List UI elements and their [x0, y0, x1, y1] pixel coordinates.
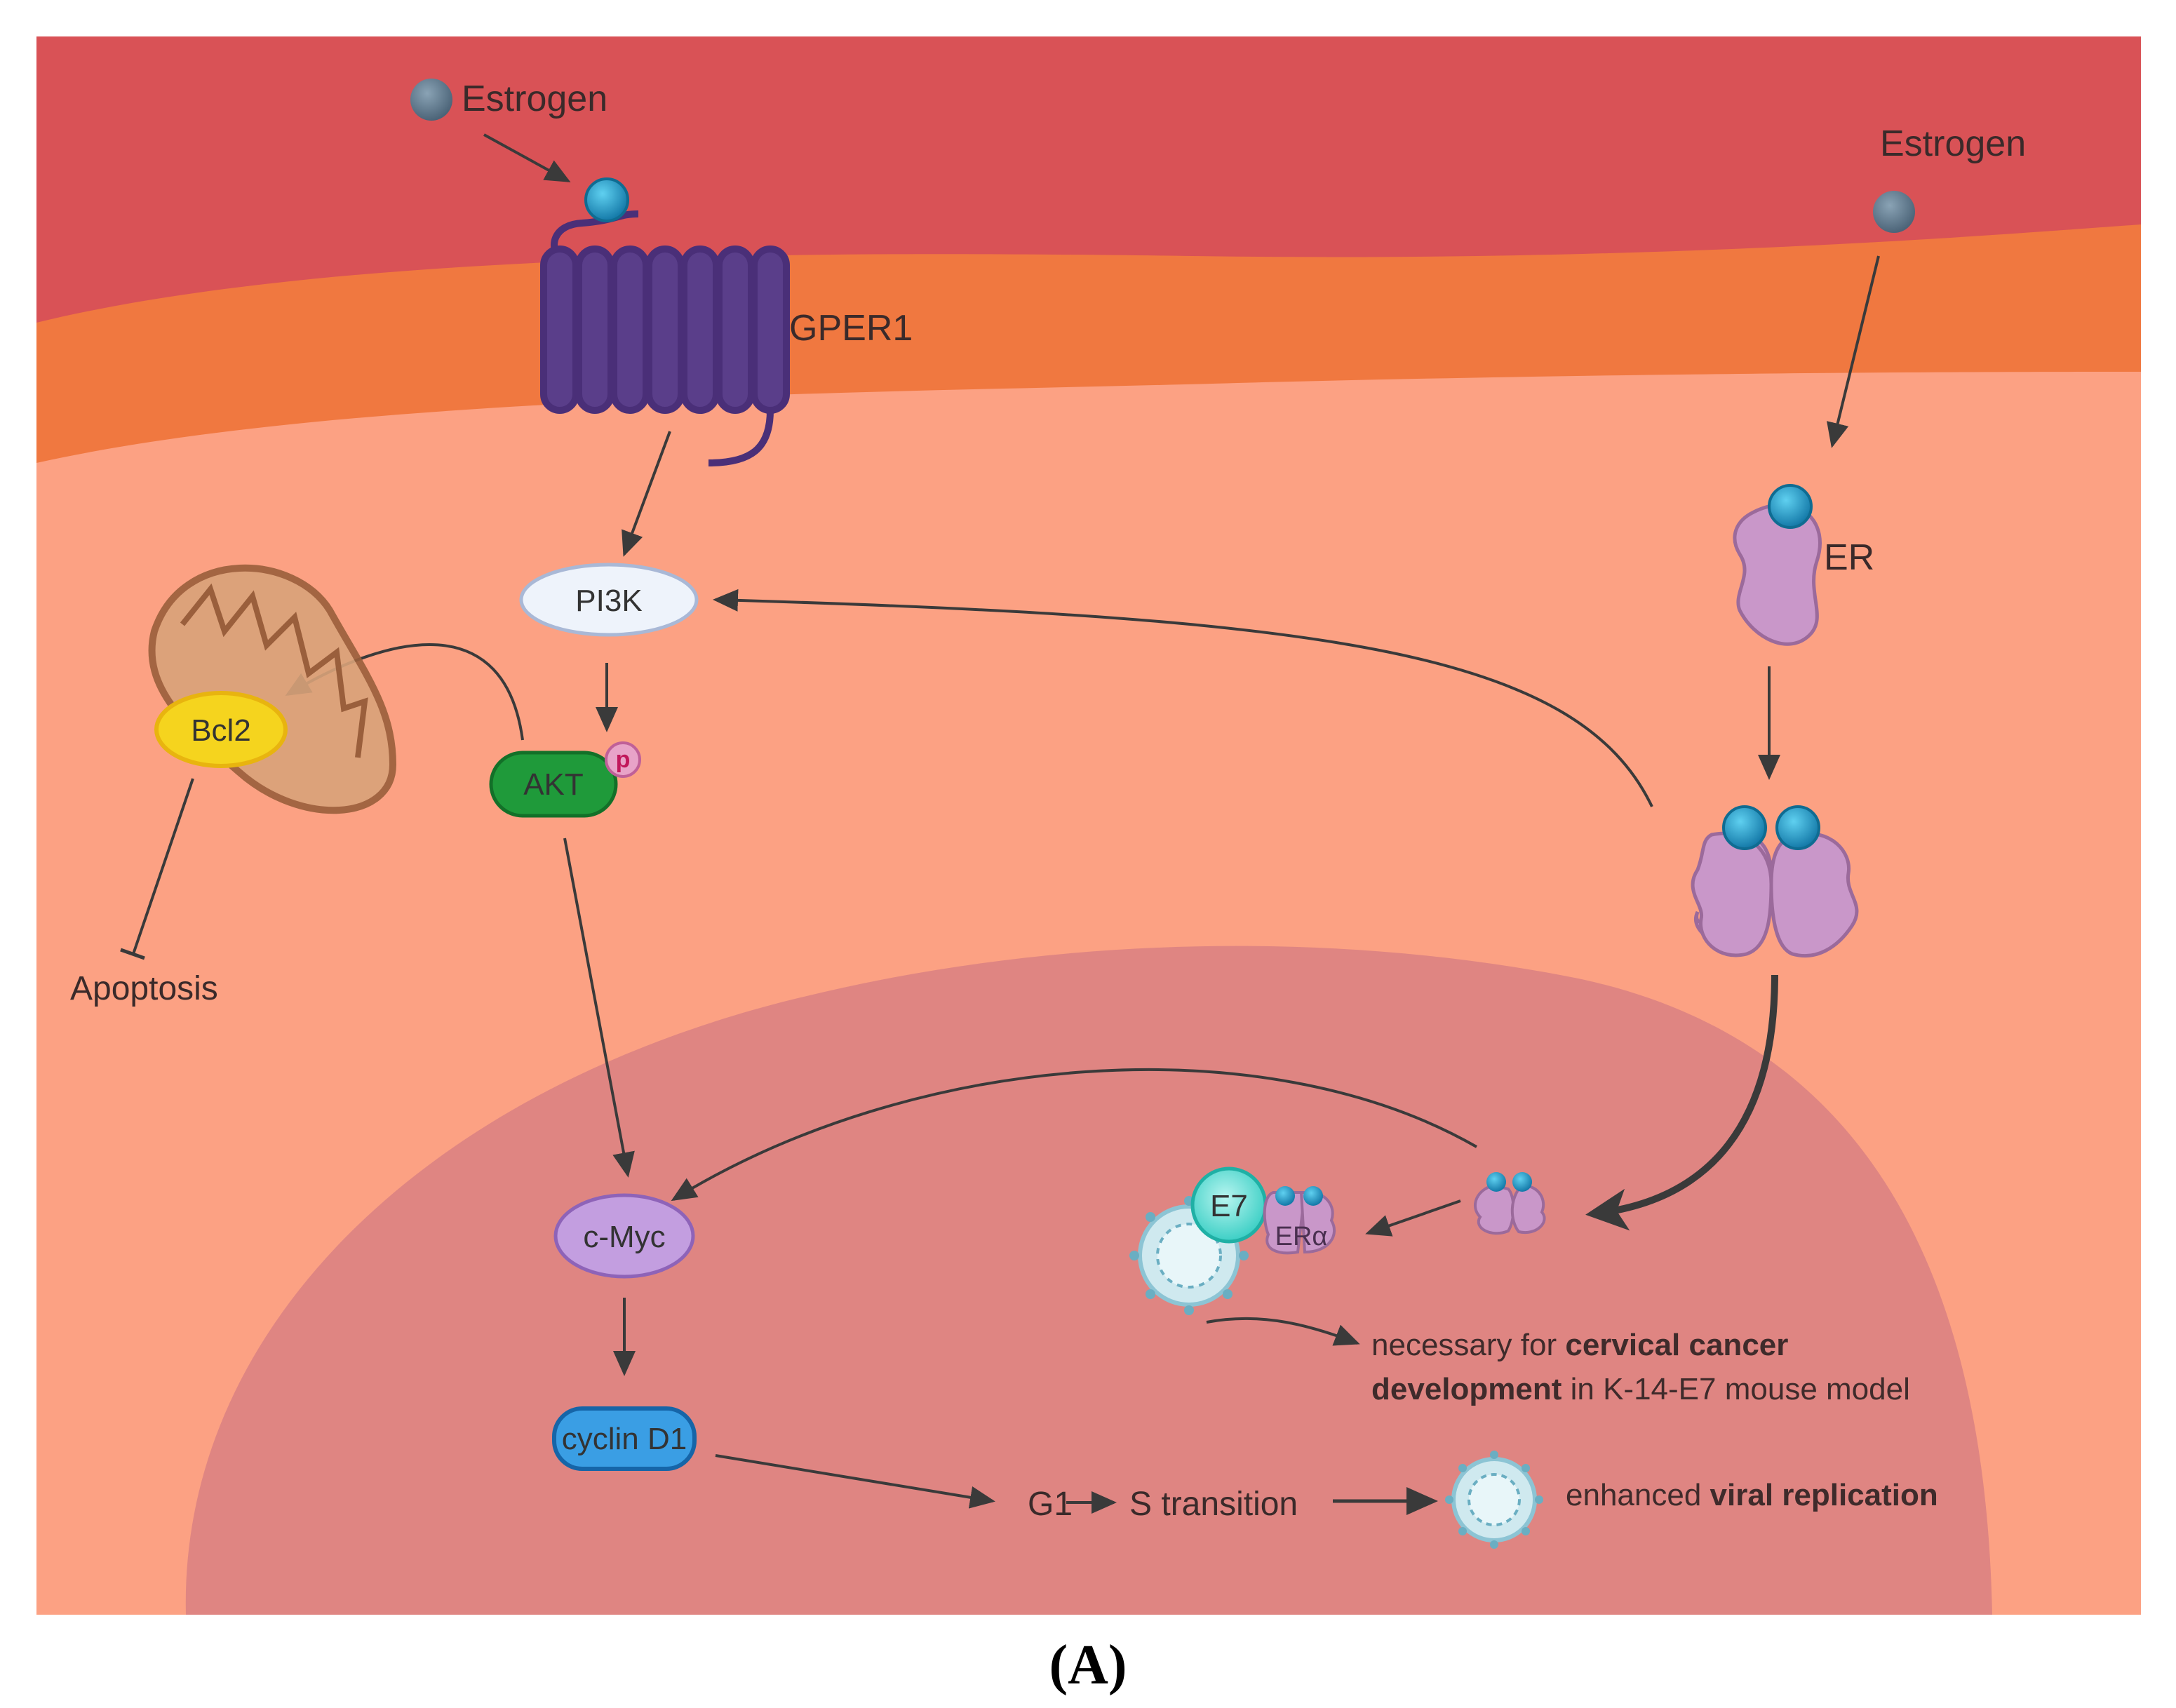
- estrogen-right-label: Estrogen: [1880, 123, 2026, 164]
- pi3k-node: [519, 563, 699, 637]
- note-cervical-line2: development in K-14-E7 mouse model: [1371, 1372, 1910, 1406]
- arrow-dimer-to-nucleus: [1585, 974, 1778, 1231]
- cmyc-node: [553, 1193, 695, 1279]
- pi3k-label: PI3K: [575, 584, 642, 618]
- er-label: ER: [1824, 537, 1874, 578]
- bcl2-label: Bcl2: [191, 713, 251, 748]
- estrogen-left-label: Estrogen: [462, 79, 607, 119]
- arrow-virus-to-note: [1206, 1317, 1360, 1346]
- arrow-nuclear-er-to-cmyc: [671, 1068, 1477, 1202]
- phospho-badge-icon: [605, 741, 641, 778]
- virus-replication-icon: [1445, 1451, 1543, 1549]
- nuclear-er-dimer-icon: [1473, 1172, 1546, 1235]
- bcl2-node: [154, 691, 288, 768]
- arrow-gper1-to-pi3k: [622, 431, 671, 557]
- arrow-estrogen-to-gper1: [483, 133, 571, 182]
- era-label: ERα: [1275, 1222, 1328, 1251]
- note-cervical-line1: necessary for cervical cancer: [1371, 1328, 1788, 1362]
- akt-label: AKT: [523, 767, 584, 802]
- arrow-er-to-pi3k: [713, 589, 1653, 807]
- phospho-label: p: [616, 746, 631, 773]
- note-viral-replication: enhanced viral replication: [1566, 1478, 1938, 1512]
- cyclin-label: cyclin D1: [562, 1422, 687, 1456]
- era-icon: [1263, 1186, 1336, 1255]
- estrogen-dimer-right-icon: [1775, 805, 1820, 850]
- er-receptor-icon: [1733, 503, 1822, 646]
- estrogen-bound-er-icon: [1768, 484, 1813, 529]
- arrow-cyclin-to-g1: [715, 1454, 995, 1509]
- cyclin-node: [552, 1406, 697, 1471]
- inhibit-bcl2-to-apoptosis: [132, 778, 194, 955]
- g1-label: G1: [1028, 1486, 1073, 1523]
- gper1-label: GPER1: [789, 308, 913, 349]
- estrogen-right-icon: [1873, 191, 1915, 233]
- inhibit-bar: [120, 948, 145, 960]
- cmyc-label: c-Myc: [583, 1220, 665, 1254]
- apoptosis-label: Apoptosis: [70, 970, 218, 1007]
- s-transition-label: S transition: [1129, 1486, 1298, 1523]
- estrogen-dimer-left-icon: [1722, 805, 1767, 850]
- arrow-akt-to-cmyc: [563, 838, 635, 1178]
- e7-label: E7: [1210, 1189, 1248, 1223]
- panel-label: (A): [1049, 1634, 1127, 1696]
- estrogen-bound-gper1-icon: [584, 177, 629, 222]
- arrow-nuclear-er-to-era: [1365, 1199, 1461, 1237]
- arrow-estrogen-to-er: [1827, 255, 1880, 448]
- gper1-receptor-icon: [540, 210, 790, 466]
- er-dimer-icon: [1691, 831, 1859, 958]
- estrogen-left-icon: [410, 79, 452, 121]
- akt-node: [489, 751, 618, 818]
